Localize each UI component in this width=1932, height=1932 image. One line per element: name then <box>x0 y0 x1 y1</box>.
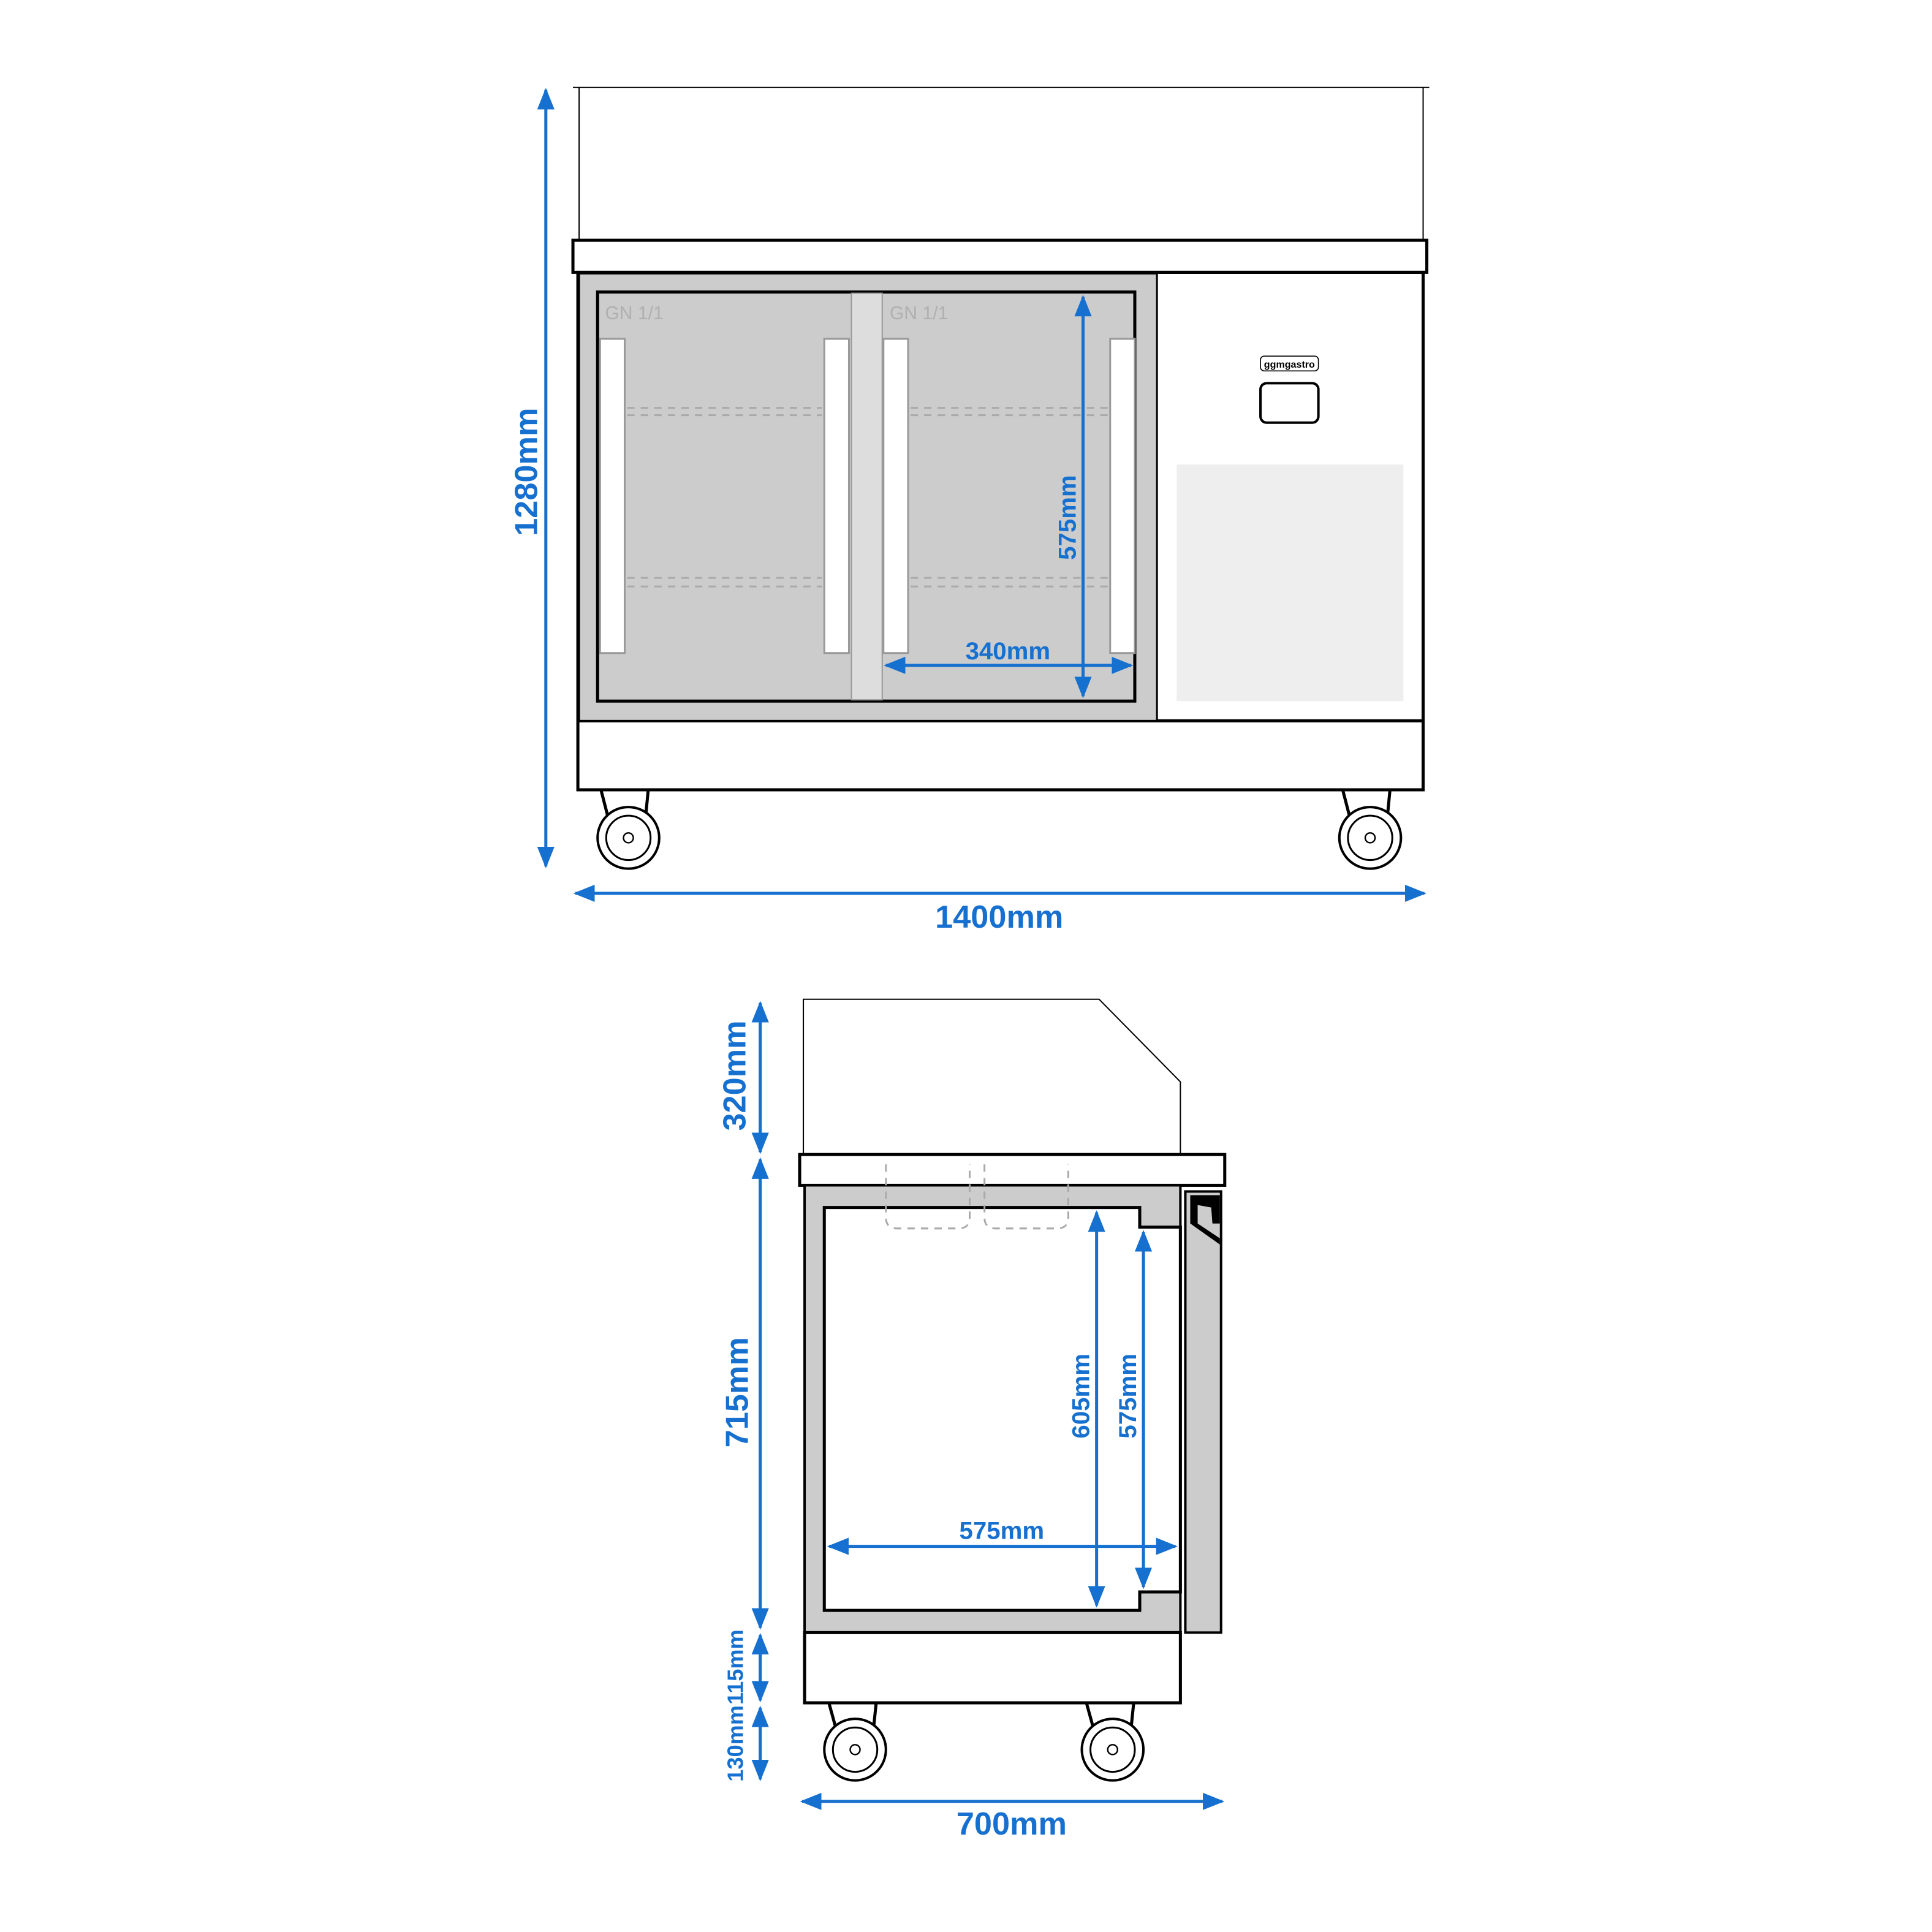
dim-label-340: 340mm <box>966 637 1051 665</box>
door-side <box>1184 1190 1222 1634</box>
side-view: 320mm 715mm 115mm 130mm 700mm 605mm 575m… <box>718 998 1227 1842</box>
caster-side-right <box>1080 1703 1145 1782</box>
dim-label-605: 605mm <box>1067 1354 1095 1439</box>
gn-pans-dashed <box>885 1164 1069 1230</box>
shelf-rails <box>599 338 1136 654</box>
front-view: GN 1/1 GN 1/1 ggmgastro 1280mm 1400mm 57… <box>509 86 1430 935</box>
svg-text:ggmgastro: ggmgastro <box>1264 359 1315 370</box>
brand-logo: ggmgastro <box>1260 355 1319 372</box>
dim-label-715: 715mm <box>720 1337 756 1447</box>
caster-side-left <box>823 1703 887 1782</box>
dim-label-700: 700mm <box>957 1806 1067 1842</box>
dim-label-575-side-horizontal: 575mm <box>960 1517 1045 1545</box>
base-side <box>803 1631 1182 1705</box>
dim-label-575-front: 575mm <box>1053 475 1081 560</box>
dim-label-575-side-vertical: 575mm <box>1114 1354 1142 1439</box>
dim-label-130: 130mm <box>723 1705 748 1782</box>
gn-label-left: GN 1/1 <box>605 303 664 324</box>
glass-sneeze-guard <box>573 86 1430 241</box>
gn-label-right: GN 1/1 <box>890 303 949 324</box>
countertop-side <box>798 1153 1227 1187</box>
compressor-grille <box>1176 464 1404 702</box>
control-panel <box>1259 382 1320 424</box>
center-mullion <box>850 292 883 701</box>
countertop <box>571 238 1429 274</box>
dim-label-1280: 1280mm <box>509 408 545 536</box>
dim-label-1400: 1400mm <box>935 900 1063 935</box>
dim-label-320: 320mm <box>718 1020 753 1131</box>
glass-side-profile <box>803 998 1181 1155</box>
caster-left <box>596 790 661 870</box>
cabinet-body <box>576 270 1425 792</box>
dim-label-115: 115mm <box>723 1629 748 1705</box>
caster-right <box>1338 790 1403 870</box>
